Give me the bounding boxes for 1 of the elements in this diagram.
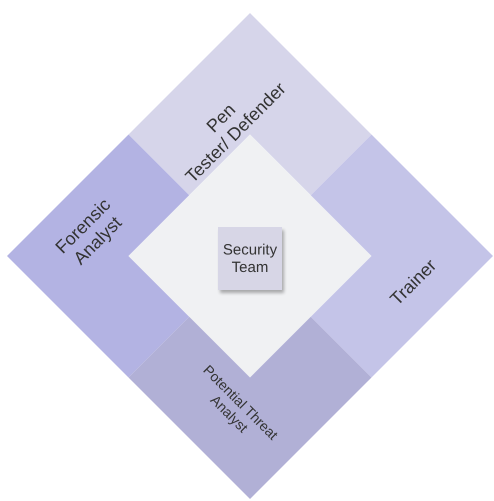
team-label: Security Team xyxy=(222,242,278,276)
